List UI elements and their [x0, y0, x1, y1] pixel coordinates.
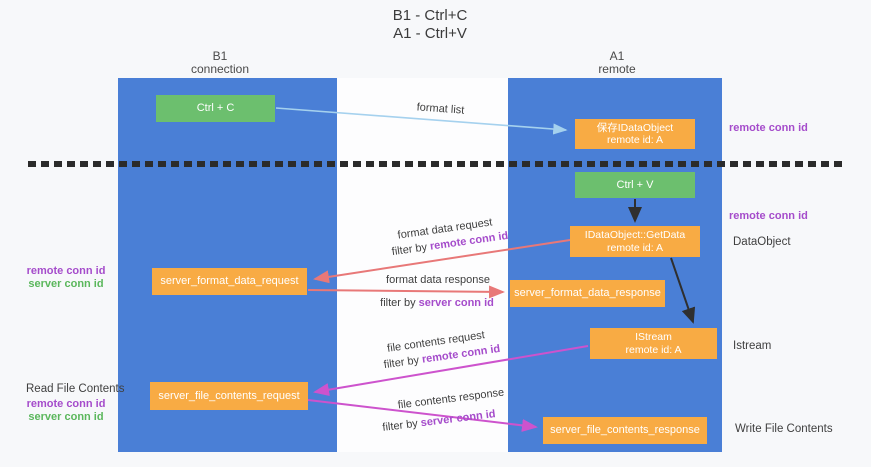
conn-id-labels-format: remote conn id server conn id	[14, 265, 118, 291]
column-header-b1: B1 connection	[160, 50, 280, 76]
clipboard-boundary-dashed-line	[28, 161, 844, 167]
ctrl-v-label: Ctrl + V	[616, 178, 654, 191]
filter-by-text: filter by	[380, 297, 419, 309]
save-dataobject-box: 保存IDataObject remote id: A	[575, 119, 695, 149]
remote-conn-id-label-file: remote conn id	[26, 398, 106, 410]
server-file-contents-response-label: server_file_contents_response	[550, 424, 700, 436]
server-file-contents-response-box: server_file_contents_response	[543, 417, 707, 444]
column-a1-subtitle: remote	[598, 62, 636, 76]
ctrl-c-box: Ctrl + C	[156, 95, 275, 122]
remote-conn-id-label-ctrlv: remote conn id	[729, 210, 808, 222]
server-format-data-response-label: server_format_data_response	[514, 287, 661, 299]
server-file-contents-request-box: server_file_contents_request	[150, 382, 308, 410]
dataobject-label: DataObject	[733, 236, 791, 248]
save-dataobject-line1: 保存IDataObject	[596, 122, 674, 134]
ctrl-c-label: Ctrl + C	[196, 102, 235, 114]
diagram-title: B1 - Ctrl+C A1 - Ctrl+V	[330, 7, 530, 43]
save-dataobject-line2: remote id: A	[606, 134, 664, 146]
column-header-a1: A1 remote	[557, 50, 677, 76]
format-data-response-label: format data response	[386, 274, 490, 286]
remote-conn-id-label-top: remote conn id	[729, 122, 808, 134]
server-conn-id-label-format: server conn id	[28, 278, 104, 290]
conn-id-labels-file: remote conn id server conn id	[14, 398, 118, 424]
server-file-contents-request-label: server_file_contents_request	[158, 389, 300, 402]
column-b1-title: B1	[212, 49, 228, 63]
ctrl-v-box: Ctrl + V	[575, 172, 695, 198]
read-file-contents-label: Read File Contents	[26, 383, 125, 395]
istream-side-label: Istream	[733, 340, 772, 352]
server-format-data-response-box: server_format_data_response	[510, 280, 665, 307]
server-format-data-request-label: server_format_data_request	[160, 275, 299, 287]
server-format-data-request-box: server_format_data_request	[152, 268, 307, 295]
istream-box: IStream remote id: A	[590, 328, 717, 359]
server-conn-id-inline: server conn id	[418, 297, 494, 309]
server-conn-id-label-file: server conn id	[28, 411, 104, 423]
title-line-1: B1 - Ctrl+C	[392, 7, 468, 24]
column-b1-subtitle: connection	[190, 62, 250, 76]
column-a1-title: A1	[609, 49, 625, 63]
istream-line2: remote id: A	[625, 343, 682, 356]
istream-line1: IStream	[635, 330, 672, 343]
write-file-contents-label: Write File Contents	[735, 423, 833, 435]
getdata-line2: remote id: A	[606, 241, 664, 254]
getdata-line1: IDataObject::GetData	[584, 228, 686, 241]
filter-by-server-format-label: filter by server conn id	[375, 297, 499, 309]
title-line-2: A1 - Ctrl+V	[393, 25, 467, 42]
getdata-box: IDataObject::GetData remote id: A	[570, 226, 700, 257]
remote-conn-id-label-format: remote conn id	[26, 265, 106, 277]
